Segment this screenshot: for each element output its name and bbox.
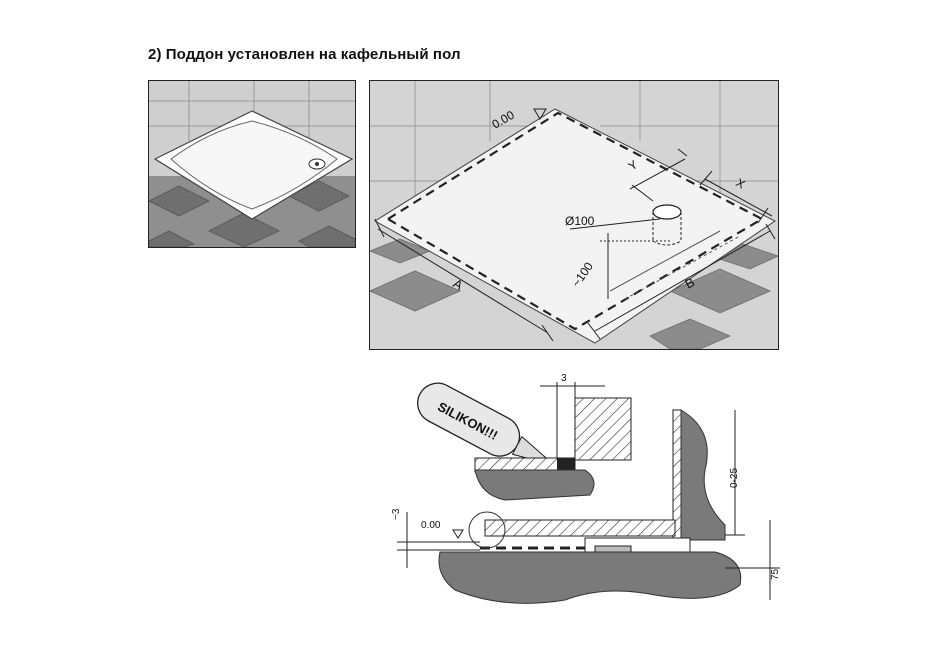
installation-plan-drawing: 0.00 Y X Ø100 ~100 A B <box>369 80 779 350</box>
section-svg: 3 SILIKON!!! 0-25 ~3 0.00 <box>391 373 781 604</box>
section-tolerance-label: ~3 <box>391 508 402 520</box>
section-gap-label: 3 <box>561 373 567 384</box>
instruction-heading: 2) Поддон установлен на кафельный пол <box>148 46 461 63</box>
section-level-label: 0.00 <box>421 520 441 531</box>
plan-drain-label: Ø100 <box>565 214 595 228</box>
shower-tray-drawing <box>149 81 355 247</box>
plan-svg: 0.00 Y X Ø100 ~100 A B <box>370 81 778 349</box>
shower-tray-illustration <box>148 80 356 248</box>
section-range-label: 0-25 <box>729 468 740 488</box>
section-height-label: 75 <box>770 568 781 580</box>
cross-section-detail: 3 SILIKON!!! 0-25 ~3 0.00 <box>385 370 785 610</box>
